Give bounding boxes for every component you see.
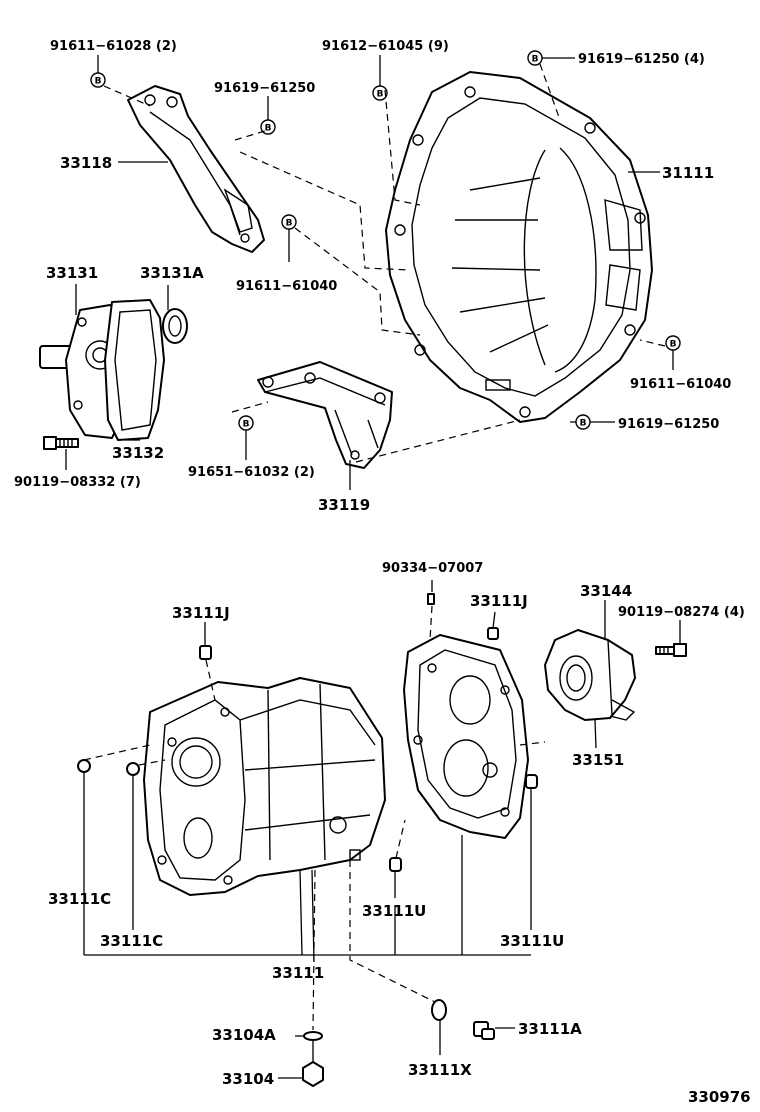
label-33144: 33144: [580, 582, 632, 600]
gasket-33111X: [431, 999, 447, 1021]
label-33104A: 33104A: [212, 1026, 276, 1044]
label-91611-61028: 91611−61028 (2): [50, 39, 177, 54]
plug-33111U-right: [525, 774, 538, 789]
label-90119-08274: 90119−08274 (4): [618, 605, 745, 620]
bullet-marker: B: [575, 414, 591, 430]
svg-text:B: B: [670, 340, 677, 350]
label-33111X: 33111X: [408, 1061, 472, 1079]
diagram-code: 330976: [688, 1088, 751, 1106]
label-33119: 33119: [318, 496, 370, 514]
bullet-markers: B B B B B B B B: [90, 50, 681, 431]
intermediate-plate: [403, 634, 529, 839]
svg-text:B: B: [377, 90, 384, 100]
svg-text:B: B: [95, 77, 102, 87]
bracket-33118: [127, 85, 265, 253]
plug-33111U-left: [389, 857, 402, 872]
bullet-marker: B: [527, 50, 543, 66]
label-33111C-right: 33111C: [100, 932, 163, 950]
label-91612-61045: 91612−61045 (9): [322, 39, 449, 54]
bolt-90119-08332: [43, 436, 79, 450]
gasket-33104A: [303, 1031, 323, 1041]
plug-33111C-left: [77, 759, 91, 773]
bullet-marker: B: [665, 335, 681, 351]
label-33111J-right: 33111J: [470, 592, 528, 610]
label-91611-61040-b: 91611−61040: [630, 377, 731, 392]
label-33104: 33104: [222, 1070, 274, 1088]
oil-seal-33131A: [162, 308, 188, 344]
label-33132: 33132: [112, 444, 164, 462]
svg-text:B: B: [265, 124, 272, 134]
svg-text:B: B: [580, 419, 587, 429]
svg-text:B: B: [532, 55, 539, 65]
label-91611-61040-a: 91611−61040: [236, 279, 337, 294]
label-91619-61250-b: 91619−61250: [618, 417, 719, 432]
bullet-marker: B: [238, 415, 254, 431]
plug-33104: [302, 1061, 324, 1087]
label-33131A: 33131A: [140, 264, 204, 282]
label-33111A: 33111A: [518, 1020, 582, 1038]
label-33131: 33131: [46, 264, 98, 282]
label-33111: 33111: [272, 964, 324, 982]
label-90334-07007: 90334−07007: [382, 561, 483, 576]
extension-housing-33144: [544, 629, 636, 721]
label-91651-61032: 91651−61032 (2): [188, 465, 315, 480]
label-33111J-left: 33111J: [172, 604, 230, 622]
dowel-pin-33111J-left: [199, 645, 212, 660]
label-33111U-right: 33111U: [500, 932, 564, 950]
dashed-assembly-lines: [83, 63, 666, 1031]
label-33151: 33151: [572, 751, 624, 769]
small-parts: [77, 593, 538, 1087]
plug-33111C-right: [126, 762, 140, 776]
transmission-case-33111: [143, 677, 386, 896]
bracket-33119: [257, 361, 393, 469]
bolt-90119-08274: [655, 643, 687, 657]
bullet-marker: B: [281, 214, 297, 230]
clutch-housing-31111: [385, 71, 653, 423]
svg-text:B: B: [243, 420, 250, 430]
label-33111U-left: 33111U: [362, 902, 426, 920]
label-31111: 31111: [662, 164, 714, 182]
part-labels: 91611−61028 (2) 91612−61045 (9) 91619−61…: [14, 39, 751, 1106]
label-33118: 33118: [60, 154, 112, 172]
svg-text:B: B: [286, 219, 293, 229]
dowel-pin-33111J-right: [487, 627, 499, 640]
leader-lines: [65, 55, 681, 1079]
label-90119-08332: 90119−08332 (7): [14, 475, 141, 490]
pin-90334-07007: [427, 593, 435, 605]
bullet-marker: B: [90, 72, 106, 88]
label-91619-61250-a: 91619−61250: [214, 81, 315, 96]
gasket-33132: [104, 299, 165, 441]
label-33111C-left: 33111C: [48, 890, 111, 908]
label-91619-61250-4: 91619−61250 (4): [578, 52, 705, 67]
